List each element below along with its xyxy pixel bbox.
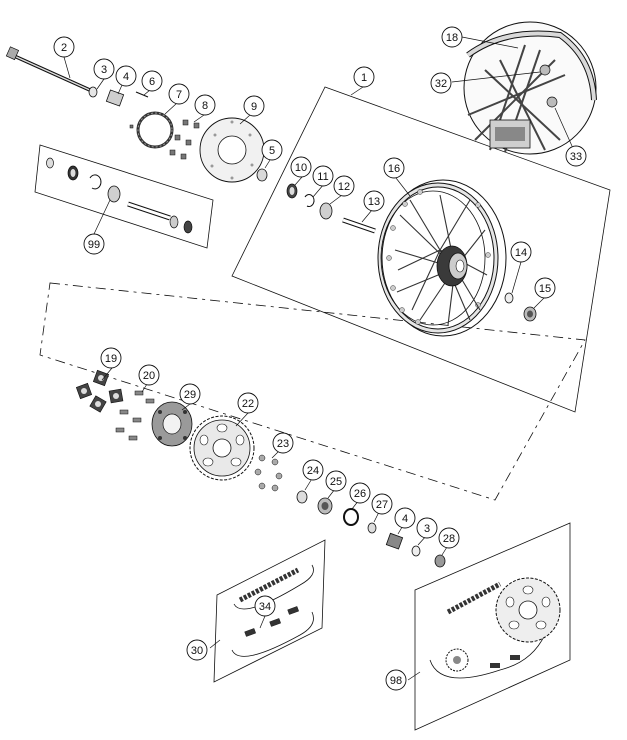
callout-4: 4 — [115, 65, 137, 87]
svg-text:29: 29 — [184, 389, 196, 401]
svg-text:98: 98 — [390, 675, 402, 687]
svg-text:28: 28 — [443, 533, 455, 545]
callout-12: 12 — [333, 175, 355, 197]
callout-9: 9 — [243, 95, 265, 117]
svg-text:4: 4 — [402, 513, 408, 525]
svg-text:18: 18 — [446, 32, 458, 44]
callout-33: 33 — [565, 145, 587, 167]
callout-29: 29 — [179, 383, 201, 405]
svg-text:32: 32 — [435, 78, 447, 90]
svg-text:20: 20 — [143, 370, 155, 382]
svg-text:3: 3 — [101, 64, 107, 76]
callout-19: 19 — [100, 347, 122, 369]
svg-text:22: 22 — [242, 398, 254, 410]
callout-20: 20 — [138, 364, 160, 386]
callout-4-lower: 4 — [394, 507, 416, 529]
svg-text:12: 12 — [338, 181, 350, 193]
callout-11: 11 — [312, 165, 334, 187]
svg-text:30: 30 — [191, 645, 203, 657]
callout-99: 99 — [83, 233, 105, 255]
svg-text:34: 34 — [259, 601, 271, 613]
chain-parts — [231, 564, 561, 679]
axle-and-small-parts — [5, 46, 268, 183]
svg-text:11: 11 — [317, 171, 328, 183]
callout-8: 8 — [194, 94, 216, 116]
svg-text:16: 16 — [388, 163, 400, 175]
svg-text:10: 10 — [295, 162, 307, 174]
svg-text:7: 7 — [176, 89, 182, 101]
callout-13: 13 — [363, 190, 385, 212]
callout-98: 98 — [385, 669, 407, 691]
callout-30: 30 — [186, 639, 208, 661]
callout-27: 27 — [371, 493, 393, 515]
panels — [34, 86, 611, 731]
callout-5: 5 — [261, 139, 283, 161]
callout-26: 26 — [349, 482, 371, 504]
spoke-detail — [463, 21, 597, 155]
wheel-assembly-panel — [231, 86, 611, 413]
callout-22: 22 — [237, 392, 259, 414]
callout-24: 24 — [302, 459, 324, 481]
callout-15: 15 — [534, 277, 556, 299]
svg-text:99: 99 — [88, 239, 100, 251]
callout-10: 10 — [290, 156, 312, 178]
chain-panel — [213, 539, 326, 683]
svg-text:23: 23 — [277, 438, 289, 450]
wheel-parts — [286, 179, 537, 337]
callout-6: 6 — [141, 70, 163, 92]
svg-text:8: 8 — [202, 100, 208, 112]
hub-kit-panel — [34, 144, 214, 249]
svg-text:2: 2 — [61, 42, 67, 54]
hub-kit-parts — [46, 157, 193, 234]
svg-text:14: 14 — [515, 247, 527, 259]
svg-text:15: 15 — [539, 283, 551, 295]
callout-3-lower: 3 — [416, 517, 438, 539]
svg-text:33: 33 — [570, 151, 582, 163]
svg-text:4: 4 — [123, 71, 129, 83]
callout-23: 23 — [272, 432, 294, 454]
svg-text:3: 3 — [424, 523, 430, 535]
callout-28: 28 — [438, 527, 460, 549]
svg-text:13: 13 — [368, 196, 380, 208]
callout-1: 1 — [353, 66, 375, 88]
callout-2: 2 — [53, 36, 75, 58]
svg-text:25: 25 — [330, 476, 342, 488]
callout-18: 18 — [441, 26, 463, 48]
callout-25: 25 — [325, 470, 347, 492]
svg-text:26: 26 — [354, 488, 366, 500]
carrier-parts — [75, 369, 446, 568]
svg-text:24: 24 — [307, 465, 319, 477]
svg-text:19: 19 — [105, 353, 117, 365]
sprocket-carrier-panel — [39, 282, 586, 501]
callout-7: 7 — [168, 83, 190, 105]
svg-text:6: 6 — [149, 76, 155, 88]
callout-34: 34 — [254, 595, 276, 617]
callout-3: 3 — [93, 58, 115, 80]
chain-kit-panel — [414, 522, 571, 731]
svg-text:9: 9 — [251, 101, 257, 113]
svg-text:5: 5 — [269, 145, 275, 157]
callout-14: 14 — [510, 241, 532, 263]
callout-16: 16 — [383, 157, 405, 179]
callout-32: 32 — [430, 72, 452, 94]
svg-text:1: 1 — [361, 72, 367, 84]
callouts: 2 3 4 6 7 8 9 5 1 10 11 12 13 16 14 15 1… — [53, 26, 587, 691]
svg-text:27: 27 — [376, 499, 388, 511]
